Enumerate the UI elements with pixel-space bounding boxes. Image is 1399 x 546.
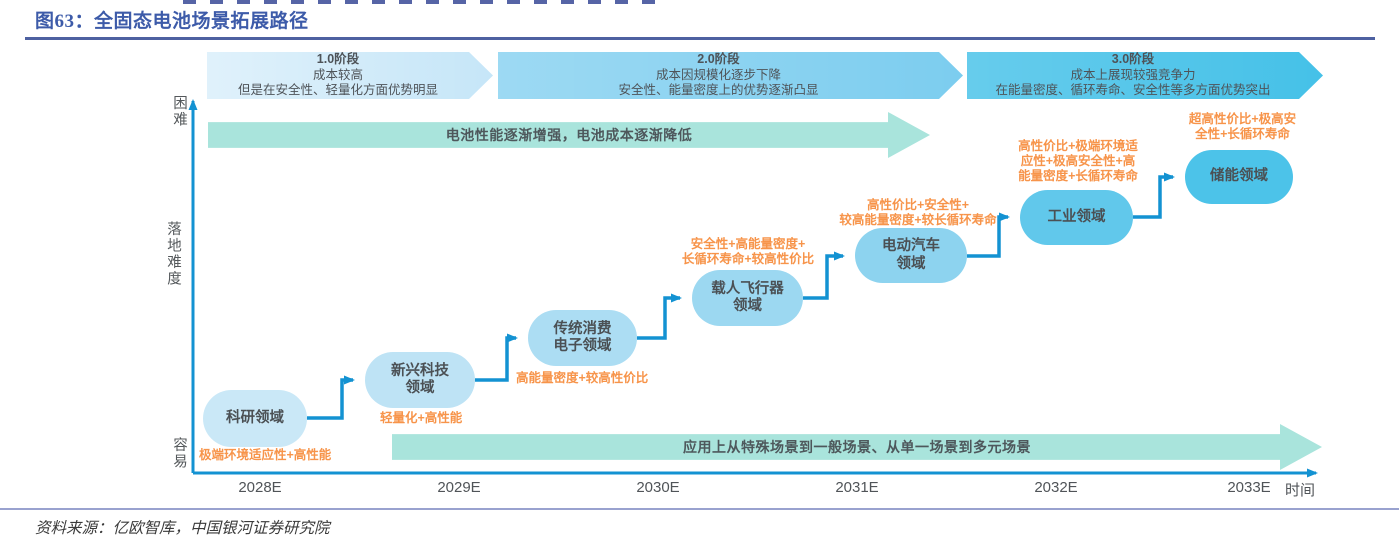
cropped-text-artifact [183,0,663,4]
application-trend-arrow: 应用上从特殊场景到一般场景、从单一场景到多元场景 [392,424,1322,470]
phase-1-line2: 成本较高 [312,67,363,82]
note-manned-aircraft: 安全性+高能量密度+ 长循环寿命+较高性价比 [681,237,815,266]
figure-title: 图63：全固态电池场景拓展路径 [35,11,309,32]
connector-tech-to-consumer [475,333,518,382]
title-divider [25,37,1375,40]
y-axis-bottom-label: 容易 [171,437,187,470]
phase-2-line2: 成本因规模化逐步下降 [655,67,781,82]
stage-bubble-research: 科研领域 [203,390,307,447]
performance-trend-arrow: 电池性能逐渐增强，电池成本逐渐降低 [208,112,930,158]
phase-1-stage: 1.0阶段 [316,52,360,67]
figure-bottom-divider [0,508,1399,510]
x-tick-2029: 2029E [437,479,481,496]
performance-trend-label: 电池性能逐渐增强，电池成本逐渐降低 [445,127,693,143]
phase-3-line3: 在能量密度、循环寿命、安全性等多方面优势突出 [995,83,1271,98]
note-electric-vehicle: 高性价比+安全性+ 较高能量密度+较长循环寿命 [839,198,997,227]
note-energy-storage: 超高性价比+极高安 全性+长循环寿命 [1188,112,1297,141]
y-axis-top-label: 困难 [171,95,187,128]
y-axis-title: 落地难度 [165,221,181,287]
phase-2-line3: 安全性、能量密度上的优势逐渐凸显 [618,83,819,98]
note-consumer-electronics: 高能量密度+较高性价比 [516,371,649,385]
note-emerging-tech: 轻量化+高性能 [380,411,463,425]
stage-bubble-electric-vehicle: 电动汽车 领域 [855,228,967,283]
phase-1-banner: 1.0阶段 成本较高 但是在安全性、轻量化方面优势明显 [207,52,493,99]
phase-3-stage: 3.0阶段 [1111,52,1155,67]
phase-2-banner: 2.0阶段 成本因规模化逐步下降 安全性、能量密度上的优势逐渐凸显 [498,52,963,99]
application-trend-label: 应用上从特殊场景到一般场景、从单一场景到多元场景 [683,439,1031,455]
stage-bubble-manned-aircraft: 载人飞行器 领域 [692,270,803,326]
note-industry: 高性价比+极端环境适 应性+极高安全性+高 能量密度+长循环寿命 [1018,139,1138,183]
stage-bubble-energy-storage: 储能领域 [1185,150,1293,204]
phase-2-stage: 2.0阶段 [697,52,740,67]
x-tick-2032: 2032E [1034,479,1078,496]
connector-research-to-tech [307,375,355,420]
phase-1-line3: 但是在安全性、轻量化方面优势明显 [237,83,438,98]
source-note: 资料来源：亿欧智库，中国银河证券研究院 [35,520,330,537]
x-tick-2033: 2033E [1227,479,1271,496]
x-tick-2028: 2028E [238,479,282,496]
note-research: 极端环境适应性+高性能 [199,448,332,462]
stage-bubble-consumer-electronics: 传统消费 电子领域 [528,310,637,366]
stage-bubble-emerging-tech: 新兴科技 领域 [365,352,475,408]
x-tick-2031: 2031E [835,479,879,496]
phase-3-banner: 3.0阶段 成本上展现较强竞争力 在能量密度、循环寿命、安全性等多方面优势突出 [967,52,1323,99]
stage-bubble-industry: 工业领域 [1020,190,1133,245]
phase-3-line2: 成本上展现较强竞争力 [1070,67,1196,82]
x-tick-2030: 2030E [636,479,680,496]
x-axis-title: 时间 [1285,482,1316,499]
connector-consumer-to-aircraft [637,293,682,340]
